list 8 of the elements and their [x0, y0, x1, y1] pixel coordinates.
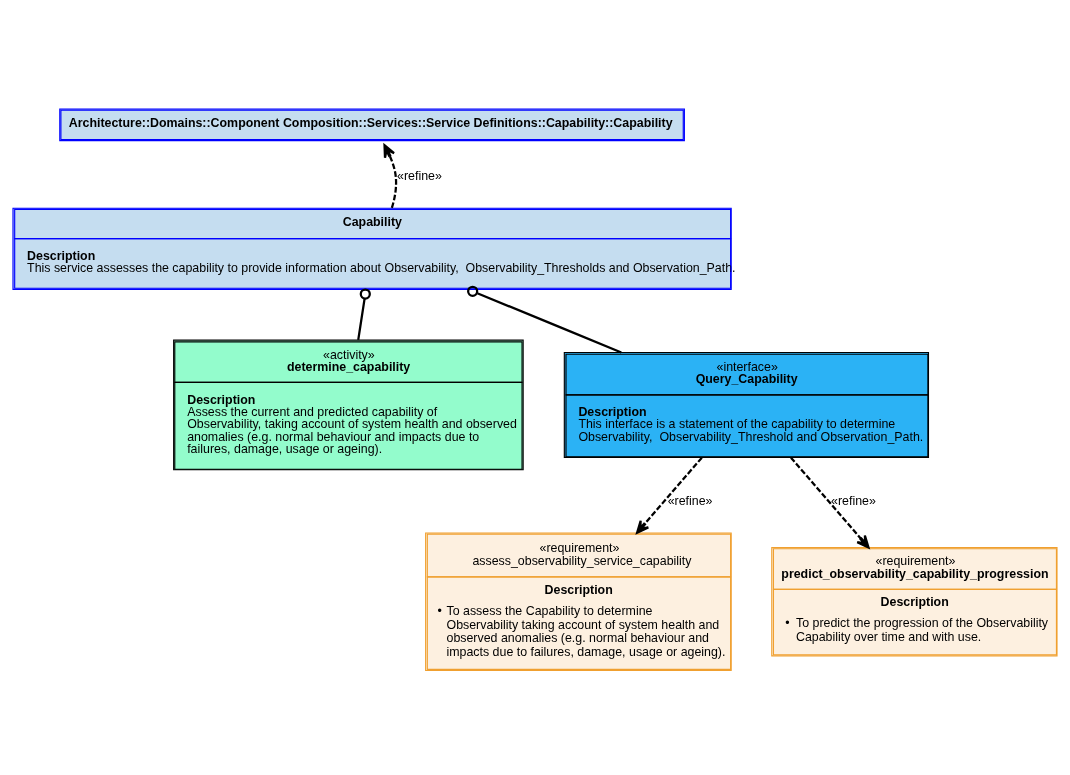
connector [467, 285, 622, 354]
arrow [636, 456, 703, 534]
arrow [790, 456, 870, 549]
arrow [383, 144, 398, 209]
edge-label: «refine» [397, 168, 442, 183]
connector [357, 288, 371, 341]
edge-label: «refine» [831, 493, 876, 508]
edge-label: «refine» [667, 493, 713, 508]
